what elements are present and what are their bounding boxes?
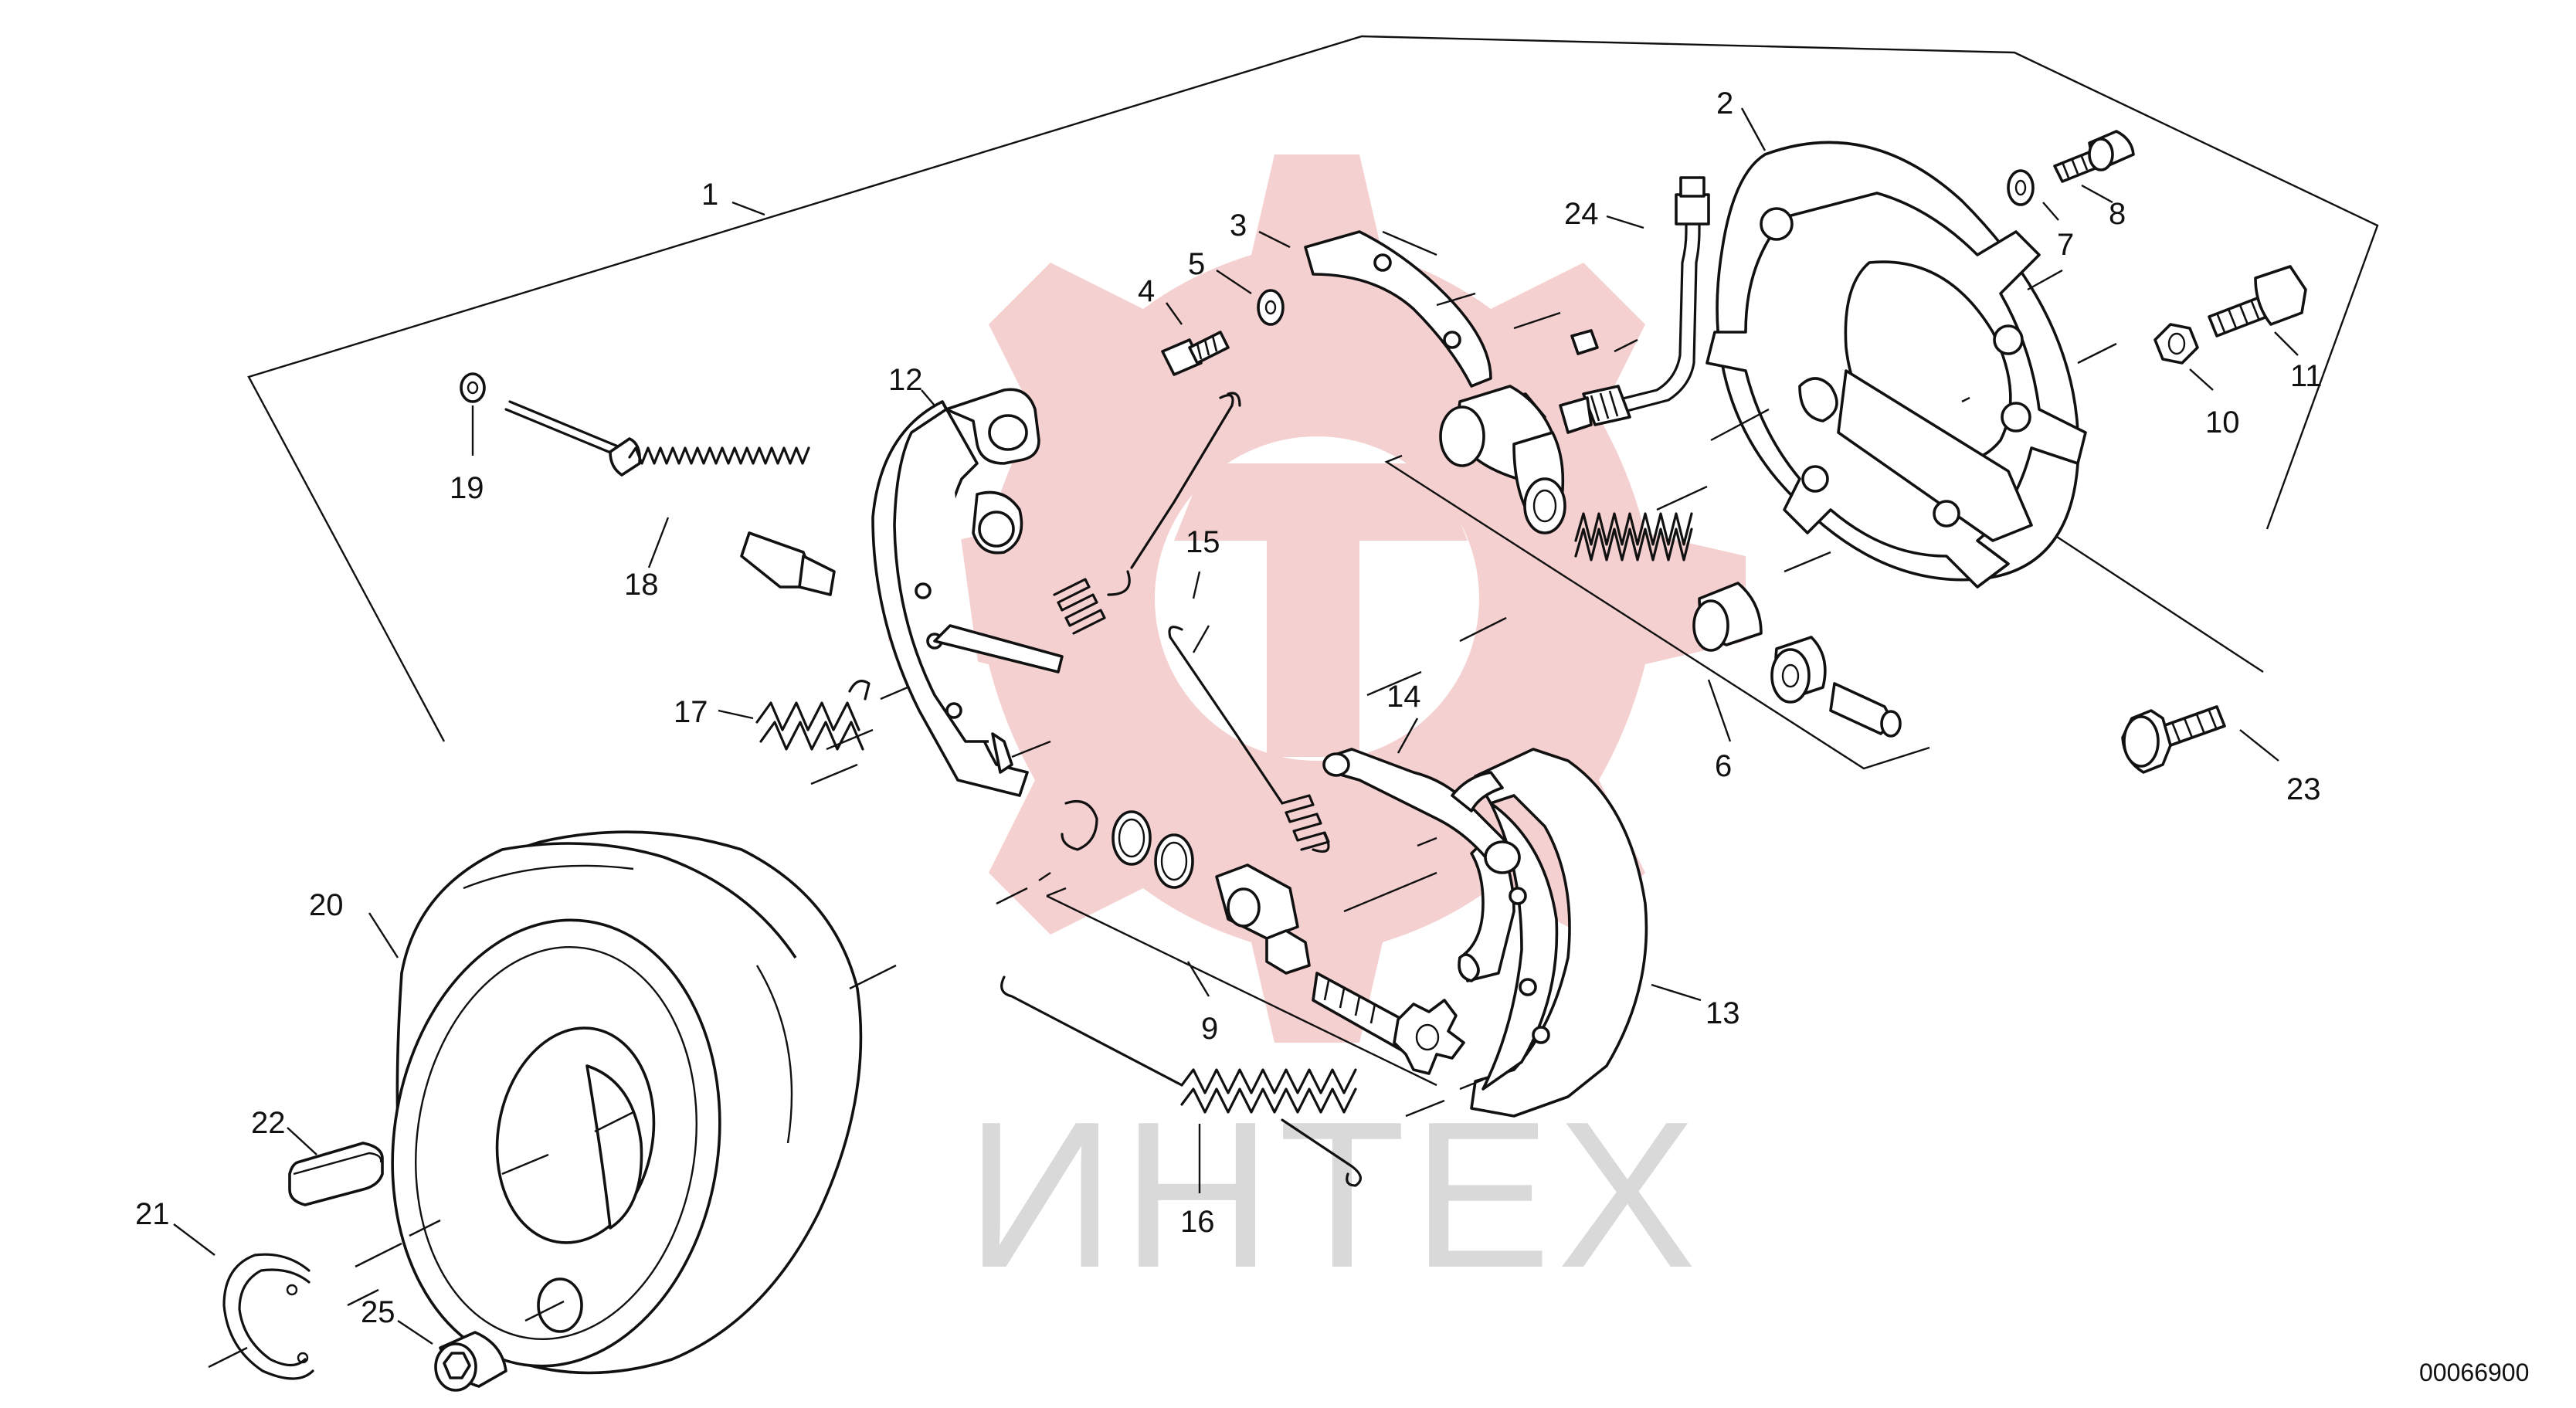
bolt-23 [2121,705,2226,774]
watermark-text: ИНТЕХ [966,1079,1702,1311]
label-part-19: 19 [450,471,484,505]
brake-shoe-13 [1458,748,1648,1118]
label-part-14: 14 [1386,680,1421,714]
brake-pipe [1559,176,1710,434]
label-part-24: 24 [1564,197,1599,231]
cylinder-pushrod [1829,682,1902,738]
return-spring-15-upper [1053,392,1241,635]
label-part-16: 16 [1180,1205,1215,1239]
wheel-cylinder [1439,329,1599,534]
label-part-9: 9 [1201,1012,1218,1046]
label-part-17: 17 [674,695,708,729]
label-part-3: 3 [1230,209,1247,243]
label-part-18: 18 [624,568,659,602]
return-spring-16 [1000,975,1362,1187]
label-part-2: 2 [1716,87,1733,120]
cylinder-spring [1574,512,1693,562]
label-part-11: 11 [2290,359,2323,393]
label-part-12: 12 [888,363,923,397]
label-part-10: 10 [2205,405,2240,439]
part-labels: 1 2 3 4 5 6 7 8 9 10 11 12 13 14 15 16 1… [135,87,2323,1329]
backing-plate [1705,141,2087,589]
label-part-20: 20 [309,888,344,922]
cylinder-piston [1770,636,1827,704]
label-part-7: 7 [2057,228,2074,262]
bolt-11 [2208,265,2307,338]
watermark-gear-arrow [1174,463,1468,757]
washer-5 [1257,289,1285,326]
label-part-22: 22 [251,1106,286,1140]
label-part-25: 25 [361,1295,395,1329]
adjuster-rod [504,400,836,596]
label-part-21: 21 [135,1197,170,1231]
exploded-view-axes [208,269,2117,1369]
label-part-4: 4 [1138,274,1155,308]
brake-shoe-12 [871,388,1064,797]
adjusting-lever [1322,748,1521,874]
grub-screw-25 [434,1331,507,1392]
label-part-15: 15 [1186,525,1220,559]
watermark: ИНТЕХ [888,154,1746,1311]
key-22 [288,1142,384,1206]
circlip [222,1253,314,1380]
return-spring-15-lower [1168,626,1330,853]
assembly-outline [247,35,2379,1087]
retainer-plate [1304,230,1492,388]
washer-19 [460,372,486,403]
watermark-gear-logo [888,154,1746,1043]
spring-17 [755,680,871,751]
bolt-8 [2053,130,2135,183]
label-part-8: 8 [2109,197,2126,231]
label-part-13: 13 [1705,996,1740,1030]
brake-drum [391,830,863,1375]
label-part-23: 23 [2286,772,2321,806]
label-part-1: 1 [701,178,718,212]
label-part-6: 6 [1715,749,1732,783]
leader-lines [173,107,2299,1345]
cylinder-cup [1692,582,1763,652]
drawing-number: 00066900 [2419,1359,2529,1386]
bolt-4 [1161,331,1230,376]
label-part-5: 5 [1188,247,1205,281]
nut-10 [2153,323,2199,365]
adjuster-assembly [1061,799,1465,1075]
washer-7 [2007,169,2035,206]
